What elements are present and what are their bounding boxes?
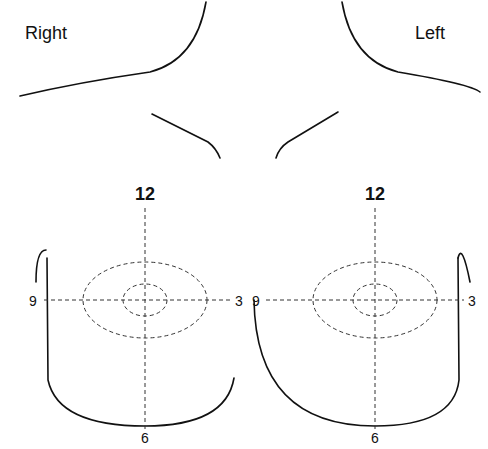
clock-number: 12 — [135, 185, 155, 203]
horizontal-guide — [266, 300, 464, 301]
right-shoulder — [20, 2, 206, 96]
clock-number: 6 — [141, 431, 149, 445]
clock-number: 9 — [29, 294, 37, 308]
areola-ring — [83, 262, 207, 338]
clock-number: 3 — [235, 294, 243, 308]
right-breast-hook — [36, 250, 46, 282]
areola-ring — [313, 262, 437, 338]
clock-number: 12 — [365, 185, 385, 203]
left-breast-hook — [458, 253, 470, 282]
side-label: Right — [25, 24, 67, 42]
side-label: Left — [415, 24, 445, 42]
nipple-ring — [123, 284, 167, 316]
nipple-ring — [353, 284, 397, 316]
clock-number: 6 — [371, 431, 379, 445]
clock-number: 9 — [252, 294, 260, 308]
left-clavicle — [276, 112, 338, 158]
left-breast-outline — [254, 258, 459, 426]
clock-number: 3 — [468, 294, 476, 308]
vertical-guide — [145, 208, 146, 432]
horizontal-guide — [44, 300, 230, 301]
left-shoulder — [342, 2, 480, 92]
vertical-guide — [375, 208, 376, 432]
right-breast-outline — [47, 258, 234, 426]
right-clavicle — [152, 114, 220, 158]
